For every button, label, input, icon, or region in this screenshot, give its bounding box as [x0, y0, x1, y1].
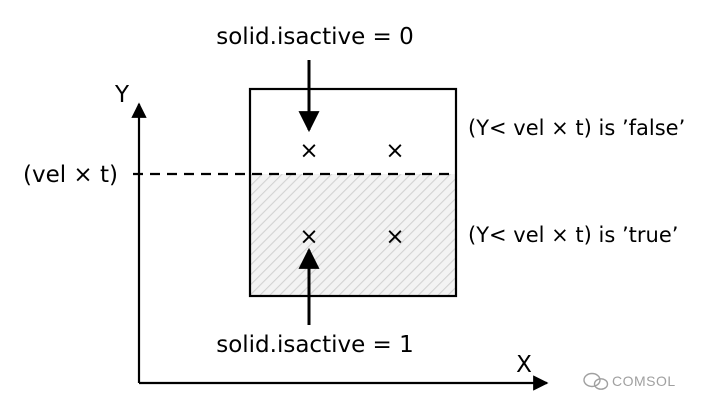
marker-upper-left: ×	[299, 138, 318, 164]
marker-lower-left: ×	[299, 224, 318, 250]
upper-condition-label: (Y< vel × t) is ’false’	[468, 116, 685, 140]
marker-upper-right: ×	[385, 138, 404, 164]
threshold-label: (vel × t)	[23, 162, 118, 188]
y-axis-label: Y	[114, 82, 130, 108]
x-axis-label: X	[516, 352, 532, 378]
marker-lower-right: ×	[385, 224, 404, 250]
top-annotation: solid.isactive = 0	[216, 24, 414, 50]
wechat-icon	[583, 372, 609, 390]
watermark-text: COMSOL	[612, 373, 676, 389]
active-region	[250, 174, 456, 296]
solid-domain-box	[248, 87, 458, 298]
lower-condition-label: (Y< vel × t) is ’true’	[468, 223, 678, 247]
watermark: COMSOL	[583, 372, 676, 390]
bottom-annotation: solid.isactive = 1	[216, 332, 414, 358]
